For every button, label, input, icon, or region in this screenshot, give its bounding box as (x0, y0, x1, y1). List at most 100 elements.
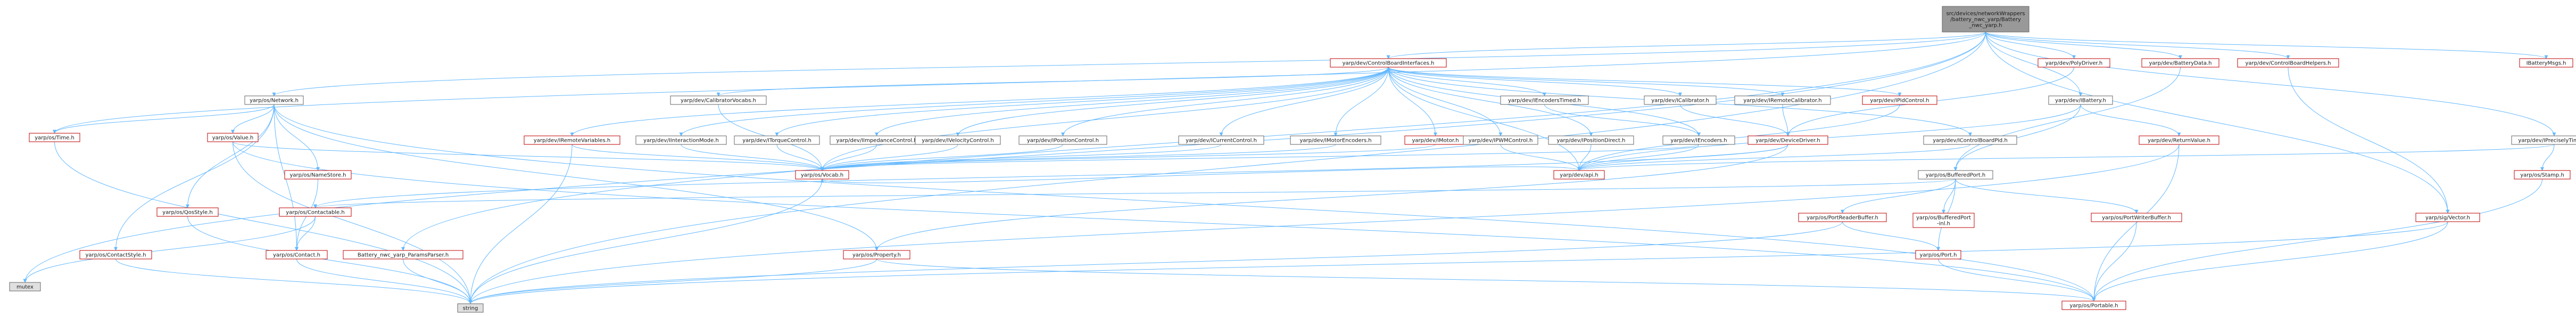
edge-ivalue-to-vocab (233, 141, 824, 171)
node-yarp-dev-iimpedancecontrol-h[interactable]: yarp/dev/IImpedanceControl.h (830, 135, 924, 145)
node-yarp-os-qosstyle-h[interactable]: yarp/os/QosStyle.h (156, 207, 219, 217)
edge-cbi-to-calibvocabs (716, 67, 1389, 96)
edge-ivector-to-string (468, 221, 2448, 304)
node-yarp-os-time-h[interactable]: yarp/os/Time.h (29, 133, 80, 142)
node-box (343, 250, 463, 260)
node-yarp-dev-calibratorvocabs-h[interactable]: yarp/dev/CalibratorVocabs.h (670, 95, 767, 105)
node-label: yarp/dev/IPWMControl.h (1469, 138, 1533, 144)
node-yarp-dev-iencoders-h[interactable]: yarp/dev/IEncoders.h (1662, 135, 1735, 145)
node-label: yarp/dev/IMotor.h (1412, 138, 1459, 144)
node-yarp-os-contact-h[interactable]: yarp/os/Contact.h (266, 250, 328, 260)
node-yarp-dev-iinteractionmode-h[interactable]: yarp/dev/IInteractionMode.h (635, 135, 727, 145)
node-label: yarp/os/NameStore.h (289, 173, 346, 179)
node-label: yarp/dev/PolyDriver.h (2045, 61, 2103, 67)
node-yarp-os-stamp-h[interactable]: yarp/os/Stamp.h (2514, 170, 2571, 180)
node-yarp-dev-batterydata-h[interactable]: yarp/dev/BatteryData.h (2141, 58, 2219, 68)
edge-cbi-to-iremotecalib (1388, 67, 1785, 96)
node-box (1923, 135, 2017, 145)
edge-network-to-qosstyle (186, 104, 275, 208)
node-yarp-dev-icalibrator-h[interactable]: yarp/dev/ICalibrator.h (1644, 95, 1717, 105)
node-box (1918, 170, 1993, 180)
node-label: yarp/os/Contactable.h (286, 210, 344, 216)
node-yarp-dev-iremotecalibrator-h[interactable]: yarp/dev/IRemoteCalibrator.h (1734, 95, 1831, 105)
node-yarp-os-vocab-h[interactable]: yarp/os/Vocab.h (795, 170, 849, 180)
node-yarp-dev-icontrolboardpid-h[interactable]: yarp/dev/IControlBoardPid.h (1923, 135, 2017, 145)
edge-network-to-portable (274, 104, 2096, 302)
node-yarp-os-contactable-h[interactable]: yarp/os/Contactable.h (279, 207, 352, 217)
node-yarp-dev-ibattery-h[interactable]: yarp/dev/IBattery.h (2048, 95, 2113, 105)
node-yarp-os-bufferedport-h[interactable]: yarp/os/BufferedPort.h (1918, 170, 1993, 180)
node-yarp-os-portable-h[interactable]: yarp/os/Portable.h (2061, 301, 2126, 310)
node-yarp-dev-ipidcontrol-h[interactable]: yarp/dev/IPidControl.h (1862, 95, 1937, 105)
node-yarp-os-contactstyle-h[interactable]: yarp/os/ContactStyle.h (79, 250, 152, 260)
node-box (2141, 58, 2219, 68)
node-yarp-dev-devicedriver-h[interactable]: yarp/dev/DeviceDriver.h (1747, 135, 1828, 145)
edge-cbi-to-itorque (775, 67, 1389, 136)
node-label: yarp/dev/IInteractionMode.h (643, 138, 719, 144)
edge-icurrent-to-vocab (820, 144, 1222, 171)
node-label: yarp/dev/IRemoteVariables.h (534, 138, 610, 144)
node-yarp-os-value-h[interactable]: yarp/os/Value.h (207, 133, 259, 142)
node-box (29, 133, 80, 142)
node-label: yarp/dev/CalibratorVocabs.h (681, 98, 756, 104)
node-yarp-dev-imotor-h[interactable]: yarp/dev/IMotor.h (1404, 135, 1467, 145)
node-yarp-dev-ivelocitycontrol-h[interactable]: yarp/dev/IVelocityControl.h (915, 135, 1001, 145)
node-box (1290, 135, 1381, 145)
node-box (734, 135, 820, 145)
node-yarp-dev-returnvalue-h[interactable]: yarp/dev/ReturnValue.h (2139, 135, 2219, 145)
edge-root-to-cbhelpers (1985, 31, 2290, 59)
node-yarp-os-property-h[interactable]: yarp/os/Property.h (843, 250, 910, 260)
edge-batterydata-to-bufferedport (1953, 67, 2181, 171)
node-yarp-os-namestore-h[interactable]: yarp/os/NameStore.h (284, 170, 352, 180)
node-yarp-dev-icurrentcontrol-h[interactable]: yarp/dev/ICurrentControl.h (1178, 135, 1264, 145)
node-yarp-dev-ipositioncontrol-h[interactable]: yarp/dev/IPositionControl.h (1018, 135, 1107, 145)
node-label: yarp/os/Property.h (852, 253, 901, 258)
node-box (2091, 213, 2182, 222)
node-battery-nwc-yarp-paramsparser-h[interactable]: Battery_nwc_yarp_ParamsParser.h (343, 250, 463, 260)
node-yarp-os-bufferedport-inl-h[interactable]: yarp/os/BufferedPort-inl.h (1912, 213, 1975, 228)
node-label: yarp/dev/IVelocityControl.h (922, 138, 994, 144)
node-src-devices-networkwrappers-battery-nwc-yarp-battery-nwc-yarp-h[interactable]: src/devices/networkWrappers/battery_nwc_… (1942, 6, 2030, 33)
node-yarp-dev-api-h[interactable]: yarp/dev/api.h (1553, 170, 1605, 180)
edge-portreaderbuffer-to-port (1842, 221, 1940, 251)
node-yarp-os-portwriterbuffer-h[interactable]: yarp/os/PortWriterBuffer.h (2091, 213, 2182, 222)
node-yarp-dev-polydriver-h[interactable]: yarp/dev/PolyDriver.h (2037, 58, 2110, 68)
node-box (1548, 135, 1634, 145)
node-yarp-dev-itorquecontrol-h[interactable]: yarp/dev/ITorqueControl.h (734, 135, 820, 145)
edge-ibattery-to-yarpapi (1577, 104, 2081, 171)
node-yarp-dev-ipreciselytimed-h[interactable]: yarp/dev/IPreciselyTimed.h (2511, 135, 2576, 145)
node-label: yarp/os/PortReaderBuffer.h (1807, 215, 1878, 221)
node-yarp-os-port-h[interactable]: yarp/os/Port.h (1915, 250, 1961, 260)
node-label: src/devices/networkWrappers (1947, 11, 2025, 17)
node-yarp-dev-controlboardhelpers-h[interactable]: yarp/dev/ControlBoardHelpers.h (2237, 58, 2339, 68)
edge-devicedriver-to-property (875, 144, 1788, 251)
node-box (79, 250, 152, 260)
node-yarp-dev-ipositiondirect-h[interactable]: yarp/dev/IPositionDirect.h (1548, 135, 1634, 145)
node-box (1912, 213, 1975, 228)
node-yarp-os-portreaderbuffer-h[interactable]: yarp/os/PortReaderBuffer.h (1798, 213, 1887, 222)
node-yarp-dev-imotorencoders-h[interactable]: yarp/dev/IMotorEncoders.h (1290, 135, 1381, 145)
edge-icontrolboardpid-to-yarpapi (1577, 144, 1970, 171)
node-ibatterymsgs-h[interactable]: IBatteryMsgs.h (2519, 58, 2573, 68)
node-yarp-dev-controlboardinterfaces-h[interactable]: yarp/dev/ControlBoardInterfaces.h (1330, 58, 1447, 68)
node-box (284, 170, 352, 180)
node-yarp-dev-iremotevariables-h[interactable]: yarp/dev/IRemoteVariables.h (524, 135, 620, 145)
edge-ireturnvalue-to-string (468, 144, 2180, 304)
node-yarp-sig-vector-h[interactable]: yarp/sig/Vector.h (2415, 213, 2480, 222)
node-mutex[interactable]: mutex (9, 282, 41, 291)
node-string[interactable]: string (457, 303, 484, 313)
node-label: yarp/os/Contact.h (273, 253, 320, 258)
node-label: yarp/dev/IEncodersTimed.h (1508, 98, 1581, 104)
node-yarp-dev-iencoderstimed-h[interactable]: yarp/dev/IEncodersTimed.h (1500, 95, 1589, 105)
node-yarp-dev-ipwmcontrol-h[interactable]: yarp/dev/IPWMControl.h (1463, 135, 1538, 145)
edge-bufferedport-to-contactable (313, 179, 1956, 208)
edge-ibattery-to-ireturnvalue (2080, 104, 2181, 136)
edge-ipwm-to-yarpapi (1500, 144, 1581, 171)
node-yarp-os-network-h[interactable]: yarp/os/Network.h (244, 95, 304, 105)
node-box (1018, 135, 1107, 145)
node-box (2048, 95, 2113, 105)
node-label: yarp/os/Vocab.h (801, 173, 843, 179)
edge-iencoders-to-yarpapi (1577, 144, 1699, 171)
edge-iremotevars-to-string (468, 144, 573, 304)
edge-root-to-ivector (1985, 31, 2450, 214)
